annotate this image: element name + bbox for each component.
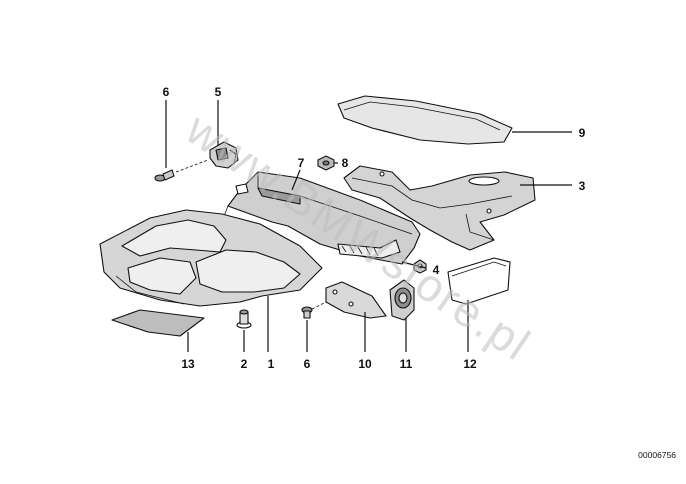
part-11-socket [389, 279, 415, 321]
part-6-screw-lower [301, 301, 327, 319]
leader-lines [165, 100, 572, 352]
callout-12: 12 [463, 357, 477, 371]
callout-9: 9 [579, 126, 586, 140]
document-number: 00006756 [638, 450, 676, 460]
callout-2: 2 [241, 357, 248, 371]
callout-3: 3 [579, 179, 586, 193]
callout-13: 13 [181, 357, 195, 371]
callout-labels: 6 5 7 8 9 3 4 13 2 1 6 10 11 12 [163, 85, 586, 371]
callout-4: 4 [433, 263, 440, 277]
part-13-flat-panel [111, 309, 205, 337]
callout-6-lower: 6 [304, 357, 311, 371]
part-3-rear-panel [343, 165, 536, 251]
callout-6-upper: 6 [163, 85, 170, 99]
callout-8: 8 [342, 156, 349, 170]
part-9-shelf-panel [337, 95, 513, 145]
part-2-clip [236, 309, 252, 329]
callout-7: 7 [298, 156, 305, 170]
part-10-bracket [325, 281, 387, 319]
part-12-cover [447, 257, 511, 305]
part-6-screw-upper [154, 159, 209, 182]
callout-11: 11 [400, 357, 413, 371]
callout-1: 1 [268, 357, 275, 371]
callout-10: 10 [358, 357, 372, 371]
part-7-partition [223, 171, 421, 265]
part-4-nut [413, 259, 427, 274]
callout-5: 5 [215, 85, 222, 99]
part-8-clip [317, 155, 335, 171]
part-5-hinge [209, 141, 239, 169]
part-1-floor-mat [99, 209, 323, 307]
